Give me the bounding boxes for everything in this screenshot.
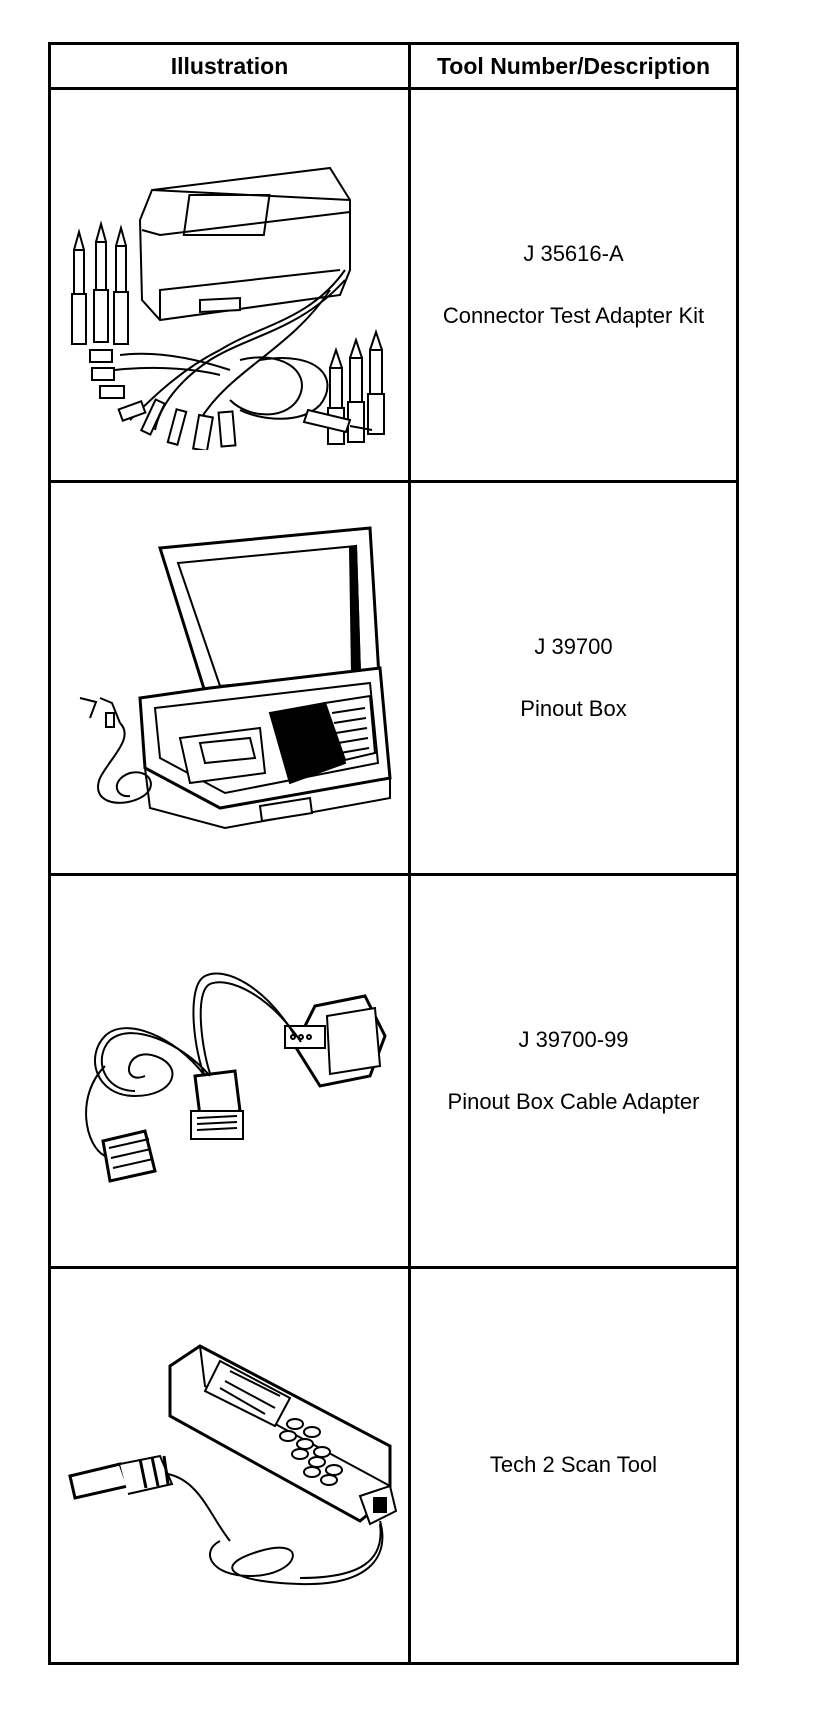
description-cell: J 39700 Pinout Box xyxy=(408,480,739,876)
header-tool-description: Tool Number/Description xyxy=(408,42,739,90)
cable-adapter-drawing xyxy=(65,926,395,1216)
description-cell: J 39700-99 Pinout Box Cable Adapter xyxy=(408,873,739,1269)
tool-description: Pinout Box xyxy=(520,696,627,721)
table-row: J 39700 Pinout Box xyxy=(48,480,739,876)
description-cell: J 35616-A Connector Test Adapter Kit xyxy=(408,87,739,483)
illustration-cell xyxy=(48,1266,411,1665)
table-row: J 35616-A Connector Test Adapter Kit xyxy=(48,87,739,483)
illustration-cell xyxy=(48,873,411,1269)
tool-description: Tech 2 Scan Tool xyxy=(489,1452,658,1478)
table-row: Tech 2 Scan Tool xyxy=(48,1266,739,1665)
scan-tool-drawing xyxy=(60,1326,400,1606)
description-cell: Tech 2 Scan Tool xyxy=(408,1266,739,1665)
tool-number: J 35616-A xyxy=(523,240,624,266)
illustration-cell xyxy=(48,87,411,483)
header-row: Illustration Tool Number/Description xyxy=(48,42,739,90)
illustration-cell xyxy=(48,480,411,876)
pinout-box-drawing xyxy=(60,508,400,848)
tool-description: Connector Test Adapter Kit xyxy=(442,303,705,328)
tool-number: J 39700 xyxy=(534,633,613,659)
tools-table: Illustration Tool Number/Description xyxy=(48,42,739,1665)
connector-test-adapter-kit-drawing xyxy=(60,120,400,450)
header-illustration: Illustration xyxy=(48,42,411,90)
table-row: J 39700-99 Pinout Box Cable Adapter xyxy=(48,873,739,1269)
tool-number: J 39700-99 xyxy=(518,1026,629,1052)
tool-description: Pinout Box Cable Adapter xyxy=(447,1089,700,1114)
